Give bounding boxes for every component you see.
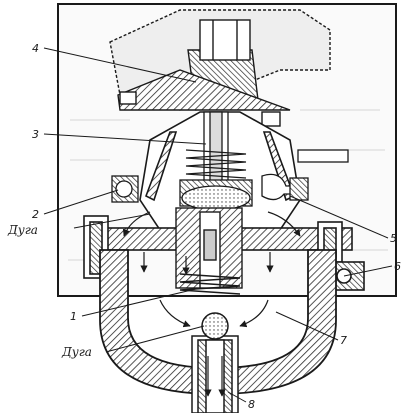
arc-chute	[175, 207, 243, 295]
contact-stem	[179, 111, 253, 211]
terminal-left	[111, 175, 139, 203]
callout-labels: 4 3 2 Дуга 5 6 1 7 Дуга 8	[7, 42, 401, 411]
terminal-right	[261, 149, 349, 201]
drive-mechanism	[109, 9, 331, 127]
callout-4: 4	[32, 42, 39, 55]
callout-3: 3	[32, 128, 39, 141]
callout-8: 8	[248, 398, 255, 411]
lower-bowl	[99, 249, 337, 395]
callout-arc-upper: Дуга	[7, 223, 38, 237]
leader-lines	[43, 47, 393, 403]
callout-7: 7	[340, 334, 347, 347]
callout-5: 5	[390, 232, 397, 245]
callout-1: 1	[70, 310, 77, 323]
callout-2: 2	[32, 208, 39, 221]
outlet-pipe	[191, 312, 239, 413]
callout-arc-lower: Дуга	[61, 345, 92, 359]
oil-flow-arrows	[122, 211, 301, 397]
callout-6: 6	[394, 260, 401, 273]
